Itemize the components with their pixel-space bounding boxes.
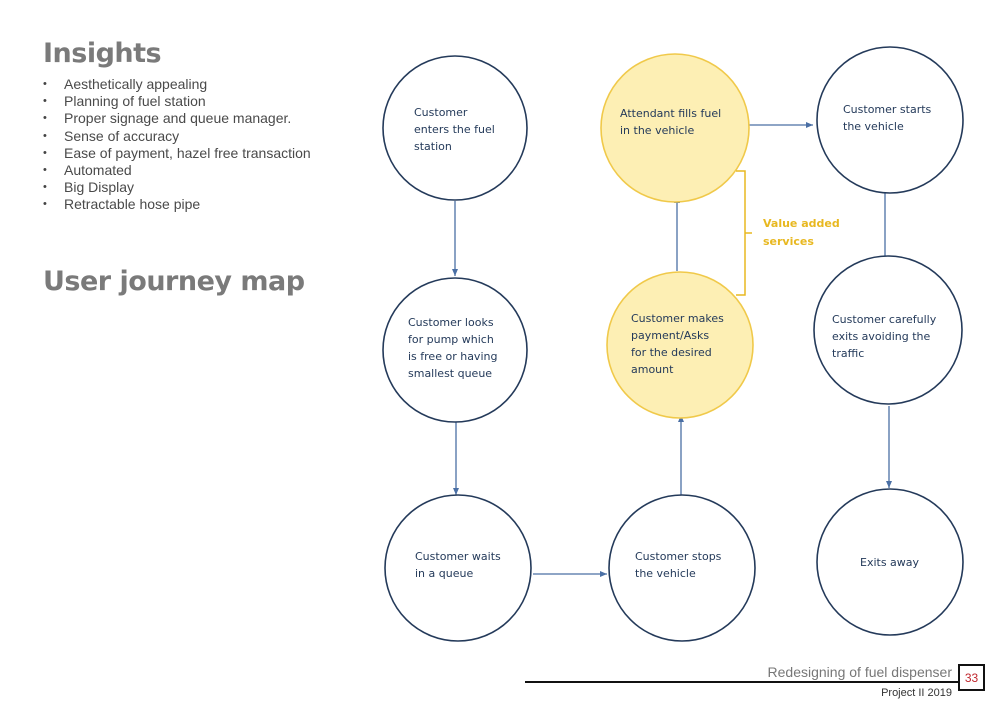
insight-item: Ease of payment, hazel free transaction: [43, 145, 311, 162]
value-added-bracket: [736, 170, 752, 296]
journey-node-wait: Customer waits in a queue: [384, 494, 532, 642]
journey-node-label: in a queue: [415, 567, 473, 580]
journey-node-label: Customer waits: [415, 550, 501, 563]
journey-node-circle: [382, 277, 528, 423]
journey-node-label: station: [414, 140, 452, 153]
journey-node-label: amount: [631, 363, 674, 376]
journey-node-circle: [813, 255, 963, 405]
journey-node-circle: [816, 46, 964, 194]
page-number: 33: [958, 664, 985, 691]
footer-subtitle: Project II 2019: [881, 687, 952, 699]
journey-node-circle: [600, 53, 750, 203]
journey-node-label: Customer looks: [408, 316, 494, 329]
value-added-label: Value added: [763, 217, 840, 230]
user-journey-title: User journey map: [43, 266, 305, 297]
journey-node-circle: [384, 494, 532, 642]
journey-node-label: traffic: [832, 347, 864, 360]
journey-node-circle: [816, 488, 964, 636]
journey-node-label: Attendant fills fuel: [620, 107, 721, 120]
insights-title: Insights: [43, 38, 162, 69]
journey-node-start: Customer starts the vehicle: [816, 46, 964, 194]
journey-node-label: exits avoiding the: [832, 330, 930, 343]
journey-node-label: for pump which: [408, 333, 494, 346]
value-added-label: services: [763, 235, 814, 248]
journey-node-enter: Customer enters the fuel station: [382, 55, 528, 201]
journey-node-label: for the desired: [631, 346, 712, 359]
journey-node-label: Customer makes: [631, 312, 724, 325]
journey-node-label: in the vehicle: [620, 124, 694, 137]
journey-node-label: Customer stops: [635, 550, 722, 563]
journey-node-label: smallest queue: [408, 367, 492, 380]
insights-list: Aesthetically appealingPlanning of fuel …: [43, 76, 311, 214]
footer-title: Redesigning of fuel dispenser: [767, 664, 952, 680]
journey-node-stop: Customer stops the vehicle: [608, 494, 756, 642]
insight-item: Proper signage and queue manager.: [43, 110, 311, 127]
journey-node-label: Customer carefully: [832, 313, 937, 326]
journey-node-exit: Customer carefully exits avoiding the traf…: [813, 255, 963, 405]
insight-item: Planning of fuel station: [43, 93, 311, 110]
journey-node-label: Customer starts: [843, 103, 932, 116]
insight-item: Automated: [43, 162, 311, 179]
journey-node-label: enters the fuel: [414, 123, 495, 136]
journey-node-label: Customer: [414, 106, 468, 119]
journey-node-away: Exits away: [816, 488, 964, 636]
journey-node-circle: [606, 271, 754, 419]
journey-node-label: is free or having: [408, 350, 497, 363]
journey-node-label: payment/Asks: [631, 329, 709, 342]
journey-node-fill: Attendant fills fuel in the vehicle: [600, 53, 750, 203]
insight-item: Sense of accuracy: [43, 128, 311, 145]
journey-node-pay: Customer makes payment/Asks for the desire…: [606, 271, 754, 419]
insight-item: Big Display: [43, 179, 311, 196]
journey-node-look: Customer looks for pump which is free or h…: [382, 277, 528, 423]
journey-node-circle: [382, 55, 528, 201]
journey-node-label: the vehicle: [635, 567, 696, 580]
insight-item: Retractable hose pipe: [43, 196, 311, 213]
journey-node-label: the vehicle: [843, 120, 904, 133]
journey-node-label: Exits away: [860, 556, 920, 569]
insight-item: Aesthetically appealing: [43, 76, 311, 93]
footer-divider: [525, 681, 958, 683]
journey-node-circle: [608, 494, 756, 642]
